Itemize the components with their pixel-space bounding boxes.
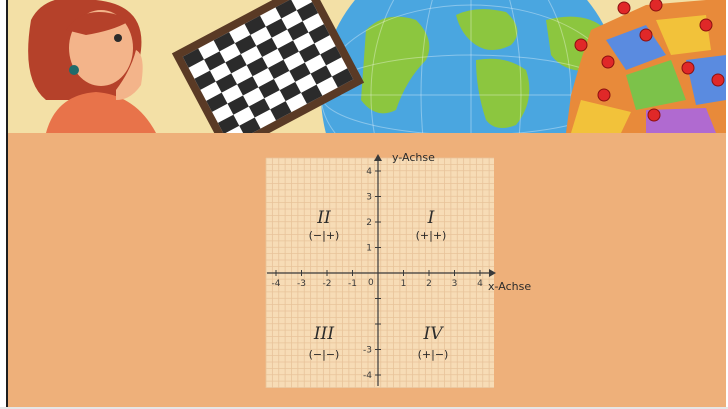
x-tick-label: 3	[452, 279, 458, 289]
quadrant-II-label: II	[316, 208, 331, 228]
y-tick-labels: 4 3 2 1 -3 -4	[363, 167, 372, 381]
y-tick-label: -4	[363, 371, 372, 381]
quadrant-III-signs: (−|−)	[309, 348, 340, 361]
y-tick-label: 3	[366, 193, 372, 203]
frame-border-left	[6, 0, 8, 409]
quadrant-I-label: I	[427, 208, 435, 228]
y-tick-label: 1	[366, 244, 372, 254]
quadrant-III-label: III	[313, 324, 334, 344]
x-tick-label: 4	[477, 279, 483, 289]
y-axis-label: y-Achse	[392, 151, 435, 164]
quadrant-II-signs: (−|+)	[309, 229, 340, 242]
x-tick-label: -2	[323, 279, 332, 289]
x-tick-labels: -4 -3 -2 -1 1 2 3 4	[272, 279, 484, 289]
header-illustration	[6, 0, 726, 133]
y-tick-label: -3	[363, 346, 372, 356]
tick-marks	[275, 170, 481, 376]
y-axis-arrow	[374, 154, 382, 161]
x-tick-label: -3	[297, 279, 306, 289]
x-tick-label: -1	[348, 279, 357, 289]
x-tick-label: 2	[426, 279, 432, 289]
quadrant-IV-label: IV	[423, 324, 445, 344]
quadrant-I-signs: (+|+)	[416, 229, 447, 242]
chessboard-icon	[171, 0, 365, 133]
thinking-woman-illustration	[28, 0, 156, 133]
origin-label: 0	[368, 278, 374, 288]
y-tick-label: 4	[366, 167, 372, 177]
x-tick-label: -4	[272, 279, 281, 289]
frame-border-bottom	[0, 407, 728, 409]
quadrant-IV-signs: (+|−)	[418, 348, 449, 361]
x-tick-label: 1	[401, 279, 407, 289]
map-with-pins-icon	[566, 0, 726, 133]
x-axis-arrow	[489, 269, 496, 277]
y-tick-label: 2	[366, 218, 372, 228]
x-axis-label: x-Achse	[488, 280, 531, 293]
